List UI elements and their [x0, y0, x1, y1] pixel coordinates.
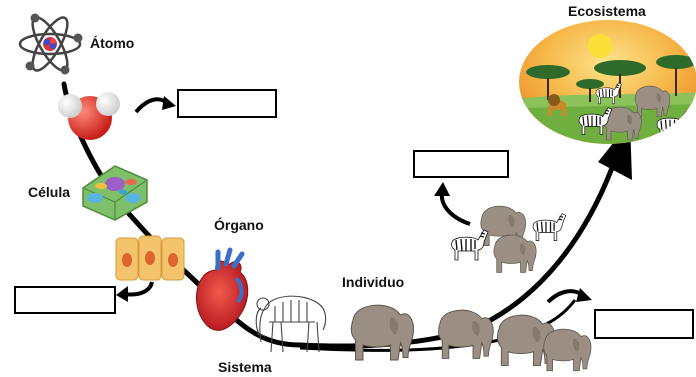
label-individual: Individuo: [342, 274, 405, 290]
curved-arrow-icon: [546, 288, 592, 304]
answer-box-tissue[interactable]: [14, 286, 116, 314]
savanna-ecosystem-icon: [519, 20, 696, 144]
curved-arrow-icon: [134, 96, 176, 114]
label-atom: Átomo: [90, 35, 135, 51]
curved-arrow-icon: [434, 182, 471, 226]
label-cell: Célula: [28, 184, 71, 200]
curved-arrow-icon: [116, 281, 154, 302]
label-organ: Órgano: [214, 217, 264, 233]
answer-box-molecule[interactable]: [177, 89, 277, 118]
answer-box-population[interactable]: [594, 309, 694, 339]
tissue-icon: [115, 235, 185, 281]
elephant-herd-icon: [438, 309, 592, 372]
label-ecosystem: Ecosistema: [568, 3, 646, 19]
organization-path: [61, 81, 615, 349]
label-system: Sistema: [218, 359, 272, 375]
elephant-skeleton-icon: [255, 295, 327, 353]
atom-icon: [18, 13, 83, 75]
answer-box-community[interactable]: [413, 150, 509, 178]
molecule-icon: [58, 92, 120, 140]
zebra-and-elephant-community-icon: [450, 205, 567, 273]
heart-organ-icon: [195, 247, 249, 331]
cell-icon: [82, 165, 148, 221]
